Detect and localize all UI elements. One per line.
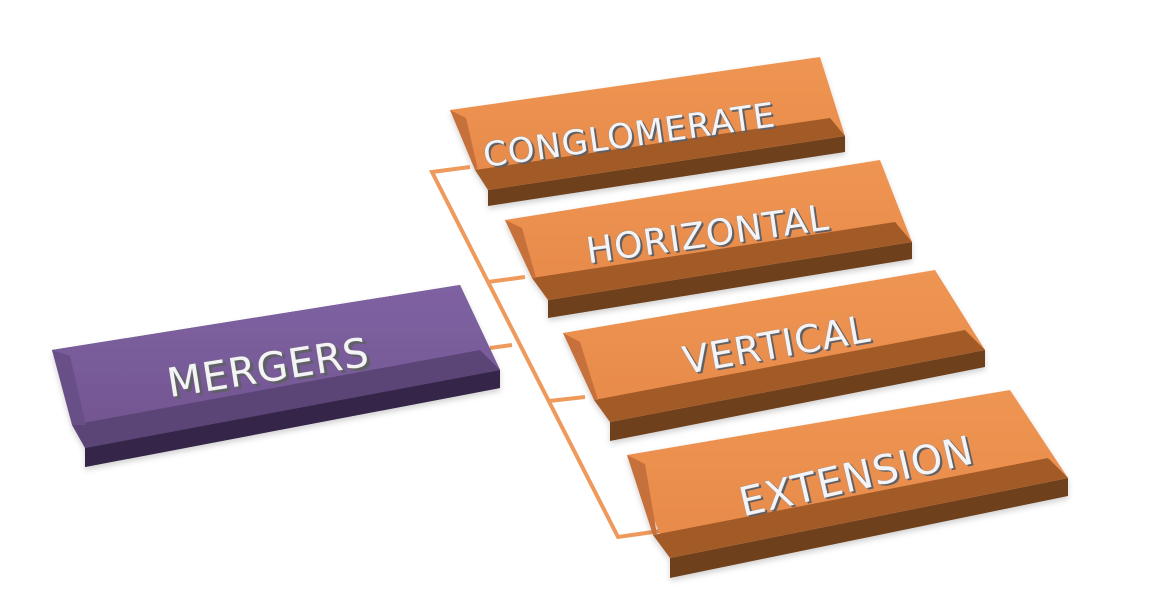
node-extension-front <box>670 478 1068 578</box>
node-conglomerate-bevel <box>475 118 845 190</box>
node-vertical-bevel <box>594 330 985 422</box>
connector-trunk <box>428 165 661 540</box>
node-conglomerate-top <box>450 57 845 190</box>
node-mergers-top <box>52 285 500 448</box>
node-extension[interactable]: EXTENSION EXTENSION <box>627 390 1068 578</box>
node-extension-bevel <box>653 458 1068 558</box>
node-extension-top <box>627 390 1068 558</box>
node-conglomerate[interactable]: CONGLOMERATE CONGLOMERATE <box>450 57 845 206</box>
node-horizontal-front <box>548 242 912 318</box>
node-mergers[interactable]: MERGERS MERGERS <box>52 285 500 467</box>
connector-to-vertical <box>548 395 586 403</box>
node-vertical-top <box>563 270 985 422</box>
node-horizontal-bevel-left <box>505 220 536 278</box>
node-mergers-bevel <box>72 350 500 448</box>
node-vertical-front <box>610 350 985 441</box>
connector-to-horizontal <box>487 275 526 284</box>
connector-to-mergers <box>489 343 513 350</box>
connector-lines <box>428 165 661 540</box>
node-mergers-front <box>85 370 500 467</box>
node-horizontal[interactable]: HORIZONTAL HORIZONTAL <box>505 160 912 318</box>
node-conglomerate-bevel-left <box>450 110 478 170</box>
node-extension-bevel-left <box>627 455 657 535</box>
node-conglomerate-front <box>488 136 845 206</box>
node-mergers-bevel-left <box>52 350 86 425</box>
node-vertical-bevel-left <box>563 333 598 400</box>
node-horizontal-top <box>505 160 912 300</box>
node-horizontal-bevel <box>532 222 912 300</box>
node-vertical[interactable]: VERTICAL VERTICAL <box>563 270 985 441</box>
